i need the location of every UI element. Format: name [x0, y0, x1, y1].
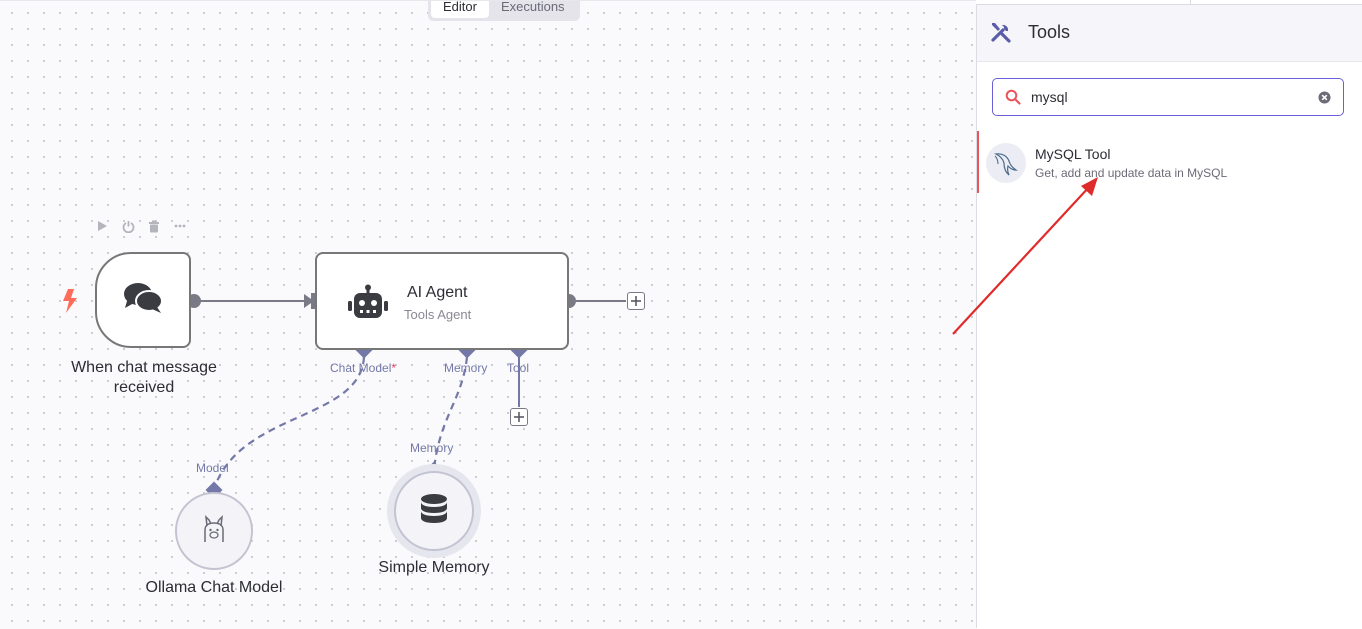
plus-icon — [514, 412, 524, 422]
database-icon — [420, 493, 448, 530]
trigger-node[interactable] — [95, 252, 191, 348]
more-icon[interactable] — [172, 218, 188, 234]
ai-agent-node[interactable]: AI Agent Tools Agent — [315, 252, 569, 350]
play-icon[interactable] — [94, 218, 110, 234]
search-input[interactable] — [1031, 86, 1301, 108]
connection-arrowhead — [304, 294, 314, 308]
power-icon[interactable] — [120, 218, 136, 234]
node-toolbar — [94, 218, 188, 234]
node-creator-panel: Tools MySQL Tool Get, add and update dat… — [976, 4, 1362, 628]
memory-node-handle-label: Memory — [410, 441, 454, 455]
connection-model-dashed[interactable] — [212, 356, 366, 490]
search-icon — [1005, 89, 1021, 110]
workflow-canvas[interactable]: Editor Executions — [0, 0, 976, 629]
result-description: Get, add and update data in MySQL — [1035, 166, 1228, 180]
ollama-chat-model-node[interactable] — [175, 492, 253, 570]
trigger-node-label: When chat message received — [71, 359, 217, 396]
tools-icon — [990, 21, 1012, 48]
node-search-box[interactable] — [992, 78, 1344, 116]
panel-title: Tools — [1028, 22, 1071, 42]
add-tool-button[interactable] — [510, 408, 528, 426]
tool-handle-label: Tool — [507, 361, 530, 375]
tab-editor[interactable]: Editor — [431, 1, 489, 18]
panel-header: Tools — [977, 5, 1362, 62]
llama-icon — [201, 514, 227, 549]
agent-input-handle[interactable] — [311, 293, 317, 309]
robot-icon — [347, 284, 389, 325]
agent-title: AI Agent — [407, 284, 468, 301]
trash-icon[interactable] — [146, 218, 162, 234]
memory-node-label: Simple Memory — [378, 559, 490, 576]
plus-icon — [631, 296, 641, 306]
connection-memory-dashed[interactable] — [432, 356, 469, 470]
mode-toggle: Editor Executions — [428, 0, 580, 21]
chat-bubbles-icon — [121, 281, 165, 320]
search-result-mysql-tool[interactable]: MySQL Tool Get, add and update data in M… — [977, 131, 1361, 193]
trigger-bolt-icon — [62, 289, 78, 318]
result-title: MySQL Tool — [1035, 146, 1111, 162]
top-divider — [1190, 0, 1191, 4]
tab-executions[interactable]: Executions — [500, 0, 565, 14]
add-node-button[interactable] — [627, 292, 645, 310]
agent-subtitle: Tools Agent — [404, 307, 472, 322]
ollama-node-label: Ollama Chat Model — [145, 579, 283, 596]
required-marker: * — [391, 361, 397, 375]
model-handle-label: Model — [196, 461, 229, 475]
clear-search-icon[interactable] — [1318, 91, 1331, 109]
chat-model-handle-label: Chat Model* — [330, 361, 397, 375]
mysql-dolphin-icon — [986, 143, 1026, 183]
simple-memory-node[interactable] — [394, 471, 474, 551]
memory-handle-label: Memory — [444, 361, 488, 375]
